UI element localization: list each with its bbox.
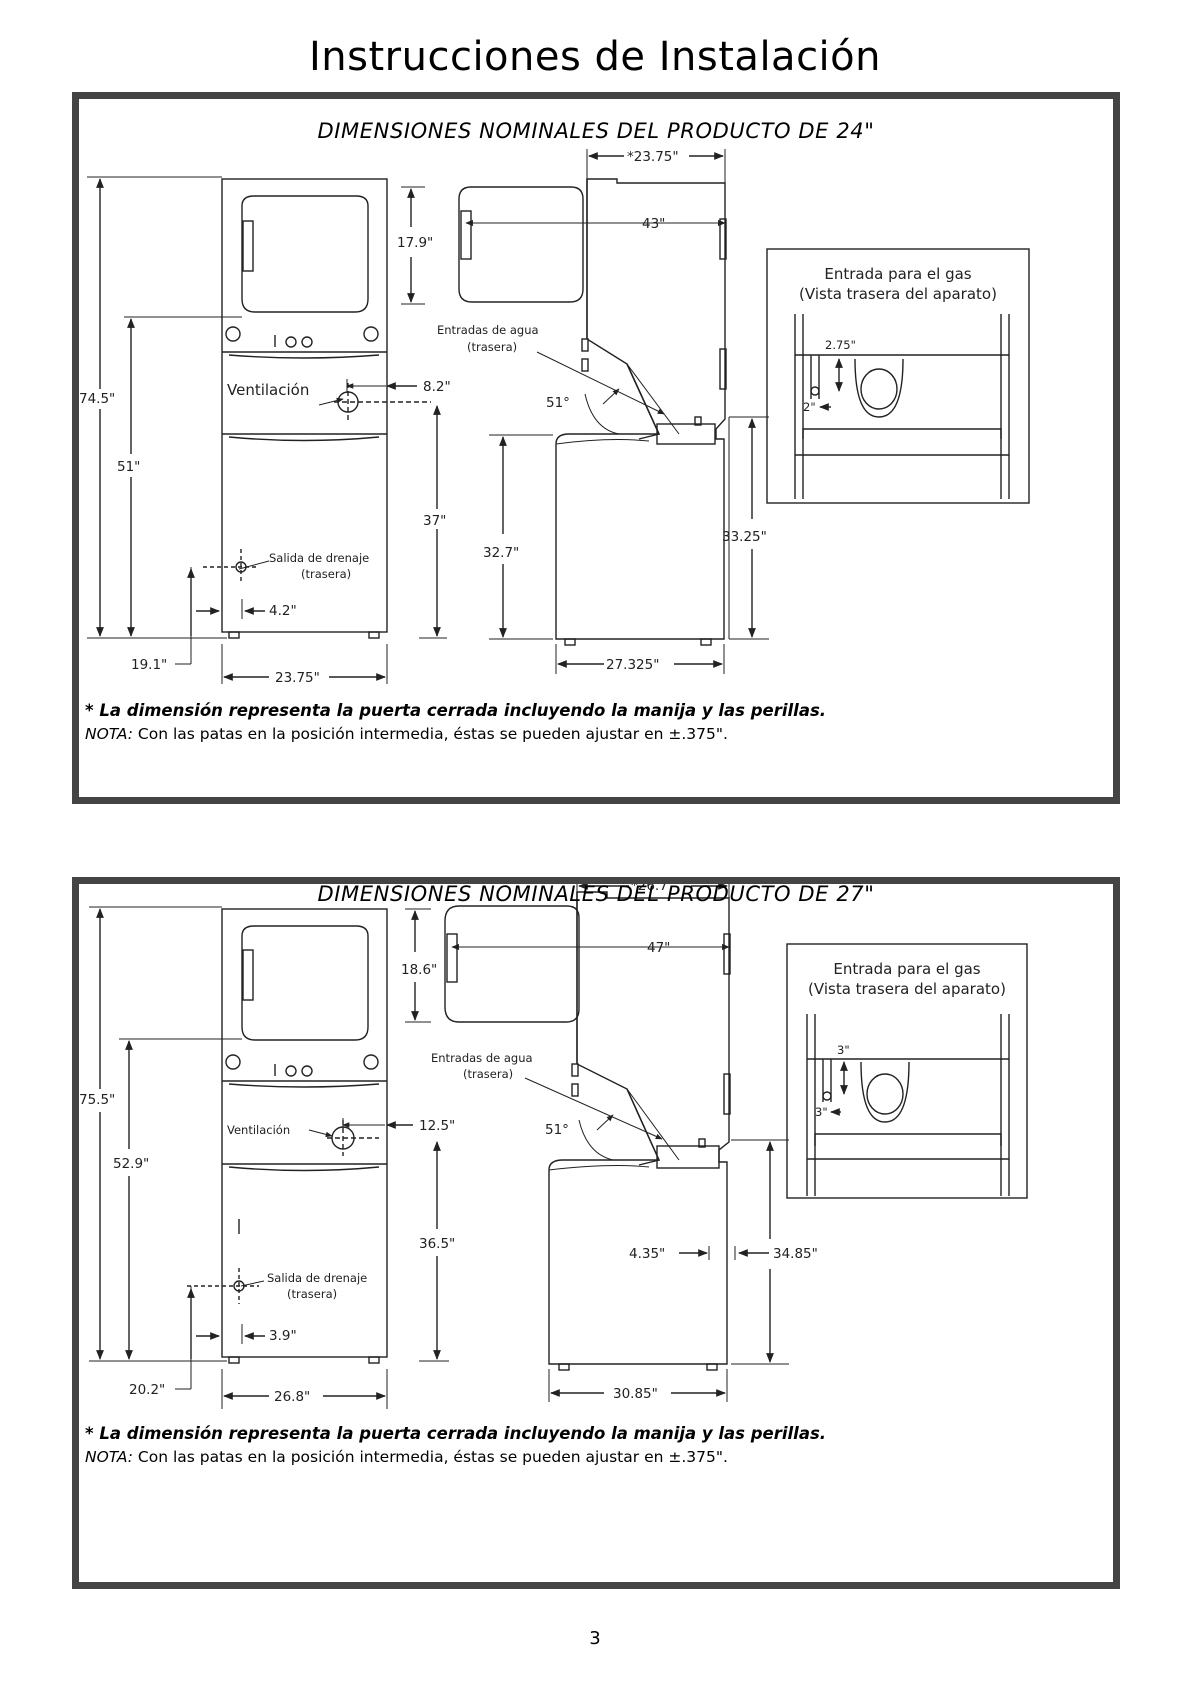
dim-gas-height: 33.25" <box>722 529 767 545</box>
dim-gas-height: 34.85" <box>773 1246 818 1262</box>
note-label-24: NOTA: <box>85 725 133 743</box>
front-view-outline <box>221 908 388 1358</box>
water-inlets-sub-label: (trasera) <box>467 340 517 354</box>
dim-vent-height: 37" <box>423 513 446 529</box>
page-title: Instrucciones de Instalación <box>308 34 881 80</box>
dim-drain-offset: 4.2" <box>269 603 297 619</box>
dim-vent-offset: 12.5" <box>419 1118 455 1134</box>
gas-dim-a: 2.75" <box>825 338 856 352</box>
dim-washer-height: 32.7" <box>483 545 519 561</box>
dryer-door-handle <box>242 949 254 1001</box>
water-inlets-label: Entradas de agua <box>437 323 539 337</box>
note-27: NOTA: Con las patas en la posición inter… <box>85 1448 728 1466</box>
dimensions-panel-24: *23.75" 43" 17.9" 74.5" 51" 8.2" 37" 32.… <box>72 92 1120 804</box>
side-view-outline <box>548 891 730 1365</box>
dim-open-depth: 47" <box>647 940 670 956</box>
dim-depth-bottom: 27.325" <box>606 657 659 673</box>
dim-mid-height: 51" <box>117 459 140 475</box>
gas-inlet-box <box>766 248 1030 504</box>
gas-dim-b: 2" <box>803 400 816 414</box>
dimensions-panel-27: *26.7" 47" 18.6" 75.5" 52.9" 12.5" 36.5"… <box>72 877 1120 1589</box>
footnote-27: * La dimensión representa la puerta cerr… <box>85 1424 827 1443</box>
drain-sub-label: (trasera) <box>287 1287 337 1301</box>
dim-total-height: 75.5" <box>79 1092 115 1108</box>
panel-title-24: DIMENSIONES NOMINALES DEL PRODUCTO DE 24… <box>317 119 875 143</box>
front-view-outline <box>221 178 388 633</box>
gas-box-subtitle: (Vista trasera del aparato) <box>808 980 1006 998</box>
drain-sub-label: (trasera) <box>301 567 351 581</box>
dim-door-height: 17.9" <box>397 235 433 251</box>
footnote-24: * La dimensión representa la puerta cerr… <box>85 701 827 720</box>
control-knob-right <box>363 326 379 342</box>
dim-drain-offset: 3.9" <box>269 1328 297 1344</box>
gas-inlet-box <box>786 943 1028 1199</box>
dim-angle: 51° <box>545 1122 569 1138</box>
dim-vent-height: 36.5" <box>419 1236 455 1252</box>
gas-box-title: Entrada para el gas <box>824 265 971 283</box>
dim-drain-height: 20.2" <box>129 1382 165 1398</box>
note-text-27: Con las patas en la posición intermedia,… <box>137 1448 728 1466</box>
dim-door-height: 18.6" <box>401 962 437 978</box>
water-inlets-sub-label: (trasera) <box>463 1067 513 1081</box>
vent-label: Ventilación <box>227 1123 290 1137</box>
dim-depth-top: *26.7" <box>631 884 674 894</box>
vent-label: Ventilación <box>227 381 309 399</box>
gas-dim-a: 3" <box>837 1043 850 1057</box>
open-door-outline <box>458 186 584 303</box>
dim-depth-bottom: 30.85" <box>613 1386 658 1402</box>
page-number: 3 <box>589 1628 601 1649</box>
dim-open-depth: 43" <box>642 216 665 232</box>
note-text-24: Con las patas en la posición intermedia,… <box>137 725 728 743</box>
dryer-door-window <box>241 195 369 313</box>
dim-angle: 51° <box>546 395 570 411</box>
gas-box-title: Entrada para el gas <box>833 960 980 978</box>
dryer-door-window <box>241 925 369 1041</box>
dim-front-offset: 4.35" <box>629 1246 665 1262</box>
diagram-27: *26.7" 47" 18.6" 75.5" 52.9" 12.5" 36.5"… <box>79 884 1028 1409</box>
gas-box-subtitle: (Vista trasera del aparato) <box>799 285 997 303</box>
drain-label: Salida de drenaje <box>269 551 369 565</box>
dim-mid-height: 52.9" <box>113 1156 149 1172</box>
gas-dim-b: 3" <box>815 1105 828 1119</box>
open-door-outline <box>444 905 580 1023</box>
dim-drain-height: 19.1" <box>131 657 167 673</box>
dim-total-height: 74.5" <box>79 391 115 407</box>
dim-vent-offset: 8.2" <box>423 379 451 395</box>
dryer-door-handle <box>242 220 254 272</box>
panel-title-27: DIMENSIONES NOMINALES DEL PRODUCTO DE 27… <box>317 882 875 906</box>
note-24: NOTA: Con las patas en la posición inter… <box>85 725 728 743</box>
drain-label: Salida de drenaje <box>267 1271 367 1285</box>
note-label-27: NOTA: <box>85 1448 133 1466</box>
water-inlets-label: Entradas de agua <box>431 1051 533 1065</box>
dim-width: 23.75" <box>275 670 320 686</box>
dim-depth-top: *23.75" <box>627 149 679 165</box>
side-view-outline <box>555 178 726 640</box>
control-knob-left <box>225 326 241 342</box>
diagram-24: *23.75" 43" 17.9" 74.5" 51" 8.2" 37" 32.… <box>79 149 1030 686</box>
dim-width: 26.8" <box>274 1389 310 1405</box>
